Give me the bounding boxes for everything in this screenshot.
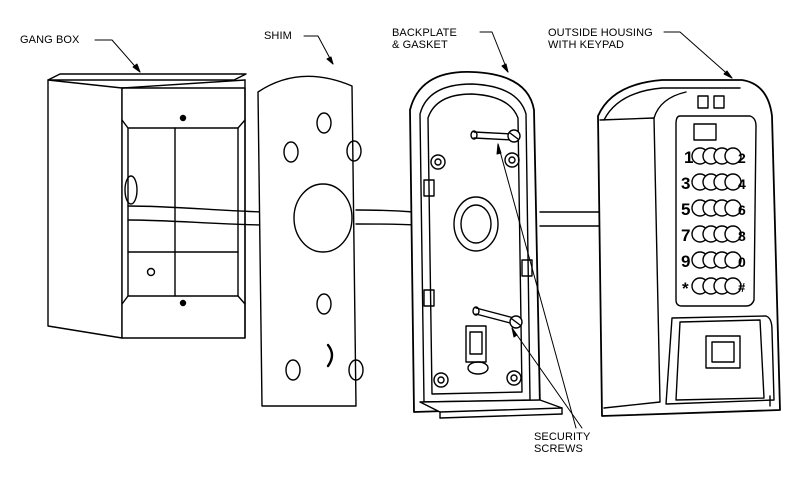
leader-lines <box>94 31 733 429</box>
key-label: 7 <box>681 226 690 245</box>
arrowhead <box>326 56 334 65</box>
key-label: 5 <box>681 200 690 219</box>
keypad-key: 0 <box>713 251 746 270</box>
backplate-label-line1: BACKPLATE <box>392 27 457 39</box>
backplate-label-line2: & GASKET <box>392 39 448 51</box>
arrowhead <box>496 143 502 155</box>
arrowhead <box>511 327 518 338</box>
housing-label-line1: OUTSIDE HOUSING <box>548 27 653 39</box>
shim-label: SHIM <box>264 30 292 42</box>
security-screws-label: SECURITY SCREWS <box>534 431 590 455</box>
outside-housing <box>597 79 781 417</box>
arrowhead <box>723 70 733 79</box>
keypad-key: 3 <box>681 173 720 193</box>
key-label: * <box>682 279 689 298</box>
shim-label-text: SHIM <box>264 30 292 42</box>
key-label: 9 <box>681 252 690 271</box>
shim <box>257 75 364 407</box>
leader-gang-box <box>94 39 141 73</box>
keypad-key: 2 <box>713 147 746 166</box>
security-screws-label-line2: SCREWS <box>534 443 583 455</box>
key-label: 3 <box>681 174 690 193</box>
gang-box-label-text: GANG BOX <box>20 34 80 46</box>
keypad-right-column: 2 4 6 8 0 # <box>713 147 746 295</box>
gang-box-label: GANG BOX <box>20 34 79 46</box>
keypad-key: 4 <box>713 173 746 192</box>
key-label: 1 <box>684 148 693 167</box>
housing-label-line2: WITH KEYPAD <box>548 39 625 51</box>
keypad-key: # <box>713 277 746 295</box>
security-screw-lower <box>472 306 523 329</box>
keypad-key: 5 <box>681 199 720 219</box>
leader-screw-upper <box>497 143 577 429</box>
backplate-label: BACKPLATE & GASKET <box>392 27 457 51</box>
keypad-key: 8 <box>713 225 746 244</box>
arrowhead <box>132 63 141 73</box>
leader-shim <box>303 35 334 65</box>
keypad: 1 3 5 7 9 * 2 4 6 8 0 <box>681 147 746 298</box>
keypad-key: 6 <box>713 199 746 218</box>
key-label: 4 <box>738 176 746 192</box>
keypad-key: 9 <box>681 251 720 271</box>
key-label: 6 <box>738 202 746 218</box>
keypad-key: 7 <box>681 225 720 245</box>
security-screws-label-line1: SECURITY <box>534 431 591 443</box>
leader-housing <box>663 31 733 79</box>
leader-backplate <box>479 31 509 73</box>
leader-screw-lower <box>511 327 583 429</box>
security-screw-upper <box>470 129 521 143</box>
keypad-left-column: 1 3 5 7 9 * <box>681 147 720 298</box>
cable <box>127 205 601 227</box>
key-label: 2 <box>738 150 746 166</box>
housing-label: OUTSIDE HOUSING WITH KEYPAD <box>548 27 653 51</box>
key-label: 0 <box>738 254 746 270</box>
key-label: 8 <box>738 228 746 244</box>
arrowhead <box>501 63 509 73</box>
backplate-and-gasket <box>409 71 563 419</box>
key-label: # <box>738 280 746 295</box>
gang-box <box>47 73 247 339</box>
